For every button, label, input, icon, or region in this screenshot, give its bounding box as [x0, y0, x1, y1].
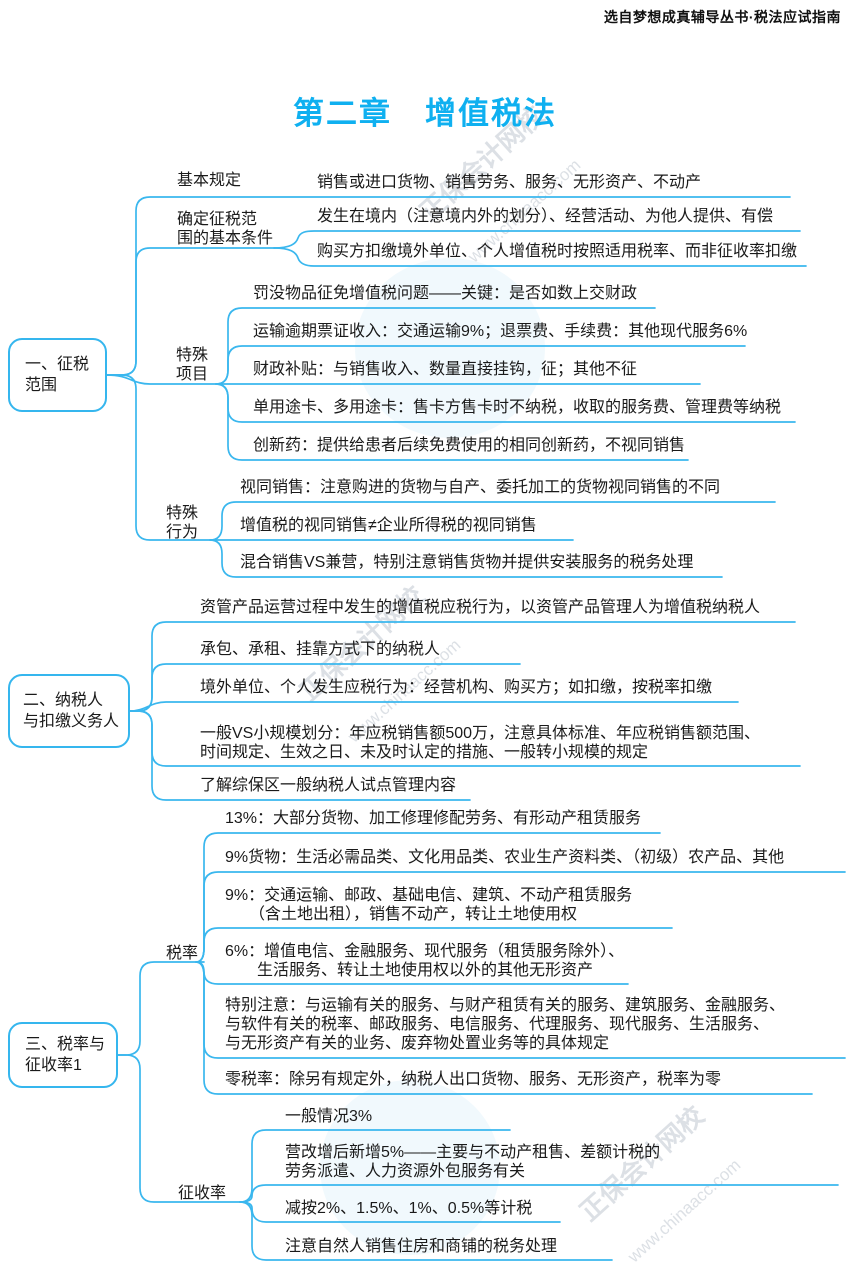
leaf-rate-zero: 零税率：除另有规定外，纳税人出口货物、服务、无形资产，税率为零 [225, 1071, 722, 1088]
chapter-title: 第二章 增值税法 [293, 96, 557, 131]
root-node-label: 三、税率与 征收率1 [25, 1036, 106, 1074]
leaf-taxpayer-3: 境外单位、个人发生应税行为：经营机构、购买方；如扣缴，按税率扣缴 [200, 679, 713, 696]
page-header: 选自梦想成真辅导丛书·税法应试指南 [603, 9, 841, 25]
branch-label-levy-rate: 征收率 [178, 1185, 227, 1202]
branch-label-basic: 基本规定 [177, 172, 242, 189]
leaf-levy-housing: 注意自然人销售住房和商铺的税务处理 [285, 1238, 558, 1255]
leaf-rate-6: 6%：增值电信、金融服务、现代服务（租赁服务除外）、 生活服务、转让土地使用权以… [225, 943, 625, 979]
leaf-rate-9-goods: 9%货物：生活必需品类、文化用品类、农业生产资料类、（初级）农产品、其他 [225, 849, 785, 866]
leaf-special-act-3: 混合销售VS兼营，特别注意销售货物并提供安装服务的税务处理 [240, 554, 694, 571]
leaf-condition-2: 购买方扣缴境外单位、个人增值税时按照适用税率、而非征收率扣缴 [317, 243, 798, 260]
leaf-condition-1: 发生在境内（注意境内外的划分）、经营活动、为他人提供、有偿 [317, 208, 774, 225]
leaf-taxpayer-2: 承包、承租、挂靠方式下的纳税人 [200, 641, 441, 658]
branch-label-tax-rate: 税率 [166, 945, 199, 962]
branch-line [117, 1054, 241, 1203]
leaf-special-item-2: 运输逾期票证收入：交通运输9%；退票费、手续费：其他现代服务6% [253, 323, 748, 340]
leaf-taxpayer-1: 资管产品运营过程中发生的增值税应税行为，以资管产品管理人为增值税纳税人 [200, 599, 761, 616]
root-node-taxpayer: 二、纳税人 与扣缴义务人 [8, 674, 130, 748]
root-node-scope: 一、征税 范围 [8, 338, 107, 412]
branch-label-conditions: 确定征税范 围的基本条件 [177, 211, 274, 247]
branch-label-special-items: 特殊 项目 [176, 347, 209, 383]
leaf-special-item-1: 罚没物品征免增值税问题——关键：是否如数上交财政 [253, 285, 638, 302]
leaf-basic-rule: 销售或进口货物、销售劳务、服务、无形资产、不动产 [317, 174, 702, 191]
leaf-levy-3: 一般情况3% [285, 1108, 373, 1125]
leaf-taxpayer-4: 一般VS小规模划分：年应税销售额500万，注意具体标准、年应税销售额范围、 时间… [200, 725, 761, 761]
leaf-special-act-2: 增值税的视同销售≠企业所得税的视同销售 [240, 517, 537, 534]
leaf-taxpayer-5: 了解综保区一般纳税人试点管理内容 [200, 777, 457, 794]
leaf-special-item-3: 财政补贴：与销售收入、数量直接挂钩，征；其他不征 [253, 361, 638, 378]
leaf-levy-5: 营改增后新增5%——主要与不动产租售、差额计税的 劳务派遣、人力资源外包服务有关 [285, 1144, 661, 1180]
leaf-rate-13: 13%：大部分货物、加工修理修配劳务、有形动产租赁服务 [225, 810, 642, 827]
branch-line [129, 621, 796, 712]
root-node-label: 一、征税 范围 [25, 356, 90, 394]
branch-line [129, 701, 739, 712]
leaf-special-act-1: 视同销售：注意购进的货物与自产、委托加工的货物视同销售的不同 [240, 479, 721, 496]
branch-line [117, 961, 205, 1056]
leaf-rate-9-services: 9%：交通运输、邮政、基础电信、建筑、不动产租赁服务 （含土地出租），销售不动产… [225, 887, 633, 923]
leaf-rate-attention: 特别注意：与运输有关的服务、与财产租赁有关的服务、建筑服务、金融服务、 与软件有… [225, 997, 786, 1052]
root-node-rates: 三、税率与 征收率1 [8, 1022, 118, 1088]
branch-label-special-acts: 特殊 行为 [166, 505, 199, 541]
leaf-special-item-4: 单用途卡、多用途卡：售卡方售卡时不纳税，收取的服务费、管理费等纳税 [253, 399, 782, 416]
leaf-special-item-5: 创新药：提供给患者后续免费使用的相同创新药，不视同销售 [253, 437, 686, 454]
leaf-levy-reduced: 减按2%、1.5%、1%、0.5%等计税 [285, 1200, 533, 1217]
root-node-label: 二、纳税人 与扣缴义务人 [23, 692, 120, 730]
